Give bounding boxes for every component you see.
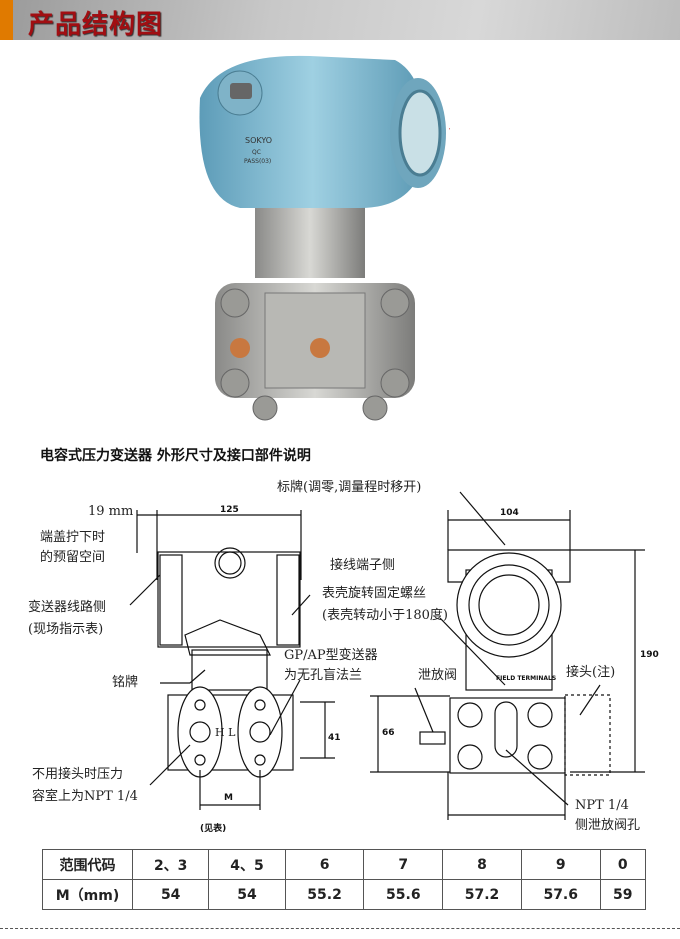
label-circuit-side-1: 变送器线路侧 [28, 600, 107, 615]
dim-125: 125 [220, 505, 239, 515]
label-clearance-2: 的预留空间 [40, 550, 106, 565]
photo-label-pass: PASS(03) [244, 158, 271, 165]
label-npt-chamber-2: 容室上为NPT 1/4 [32, 789, 138, 804]
label-hl: H L [215, 726, 236, 739]
label-npt-side-1: NPT 1/4 [575, 798, 629, 813]
m-cell: 54 [131, 879, 210, 910]
m-cell: 54 [208, 879, 286, 910]
diagram-subtitle: 电容式压力变送器 外形尺寸及接口部件说明 [40, 448, 311, 464]
accent-stripe [0, 0, 13, 40]
code-cell: 7 [363, 849, 444, 880]
m-cell: 57.2 [442, 879, 522, 910]
label-field-terminals: FIELD TERMINALS [496, 675, 557, 682]
m-cell: 55.2 [284, 879, 365, 910]
dim-190: 190 [640, 650, 659, 660]
dim-m: M [224, 793, 233, 803]
label-connector: 接头(注) [566, 665, 616, 680]
table-row-codes: 范围代码 2、3 4、5 6 7 8 9 0 [42, 849, 647, 880]
product-photo: SOKYO QC PASS(03) [180, 48, 463, 423]
label-vent-valve: 泄放阀 [418, 668, 458, 683]
label-see-table: (见表) [200, 824, 227, 834]
code-cell: 4、5 [208, 849, 286, 880]
label-npt-chamber-1: 不用接头时压力 [32, 767, 124, 782]
label-circuit-side-2: (现场指示表) [28, 622, 104, 637]
m-cell: 59 [599, 879, 647, 910]
section-title: 产品结构图 [28, 10, 164, 40]
label-clearance-1: 端盖拧下时 [40, 530, 106, 545]
label-rotation-2: (表壳转动小于180度) [322, 608, 448, 623]
dim-104: 104 [500, 508, 519, 518]
label-nameplate: 铭牌 [112, 675, 139, 690]
m-cell: 57.6 [520, 879, 601, 910]
dashed-divider [0, 928, 680, 929]
row-header-m: M（mm) [42, 879, 133, 910]
label-clearance-dim: 19 mm [88, 504, 134, 519]
label-gp-ap-2: 为无孔盲法兰 [284, 668, 363, 683]
code-cell: 2、3 [131, 849, 210, 880]
dimension-drawing: 标牌(调零,调量程时移开) 19 mm 端盖拧下时 的预留空间 变送器线路侧 (… [0, 470, 680, 840]
label-gp-ap-1: GP/AP型变送器 [284, 648, 378, 663]
label-terminal-side: 接线端子侧 [330, 558, 396, 573]
code-cell: 8 [442, 849, 522, 880]
photo-label-brand: SOKYO [245, 136, 272, 145]
label-nameplate-top: 标牌(调零,调量程时移开) [277, 480, 422, 495]
code-cell: 6 [284, 849, 365, 880]
label-rotation-1: 表壳旋转固定螺丝 [322, 586, 427, 601]
dim-41: 41 [328, 733, 341, 743]
dim-66: 66 [382, 728, 395, 738]
photo-label-qc: QC [252, 149, 261, 156]
row-header-codes: 范围代码 [42, 849, 133, 880]
table-row-m: M（mm) 54 54 55.2 55.6 57.2 57.6 59 [42, 879, 647, 910]
section-header: 产品结构图 [0, 0, 680, 40]
code-cell: 0 [599, 849, 647, 880]
range-code-table: 范围代码 2、3 4、5 6 7 8 9 0 M（mm) 54 54 55.2 … [42, 849, 647, 910]
code-cell: 9 [520, 849, 601, 880]
label-npt-side-2: 侧泄放阀孔 [575, 818, 641, 833]
m-cell: 55.6 [363, 879, 444, 910]
